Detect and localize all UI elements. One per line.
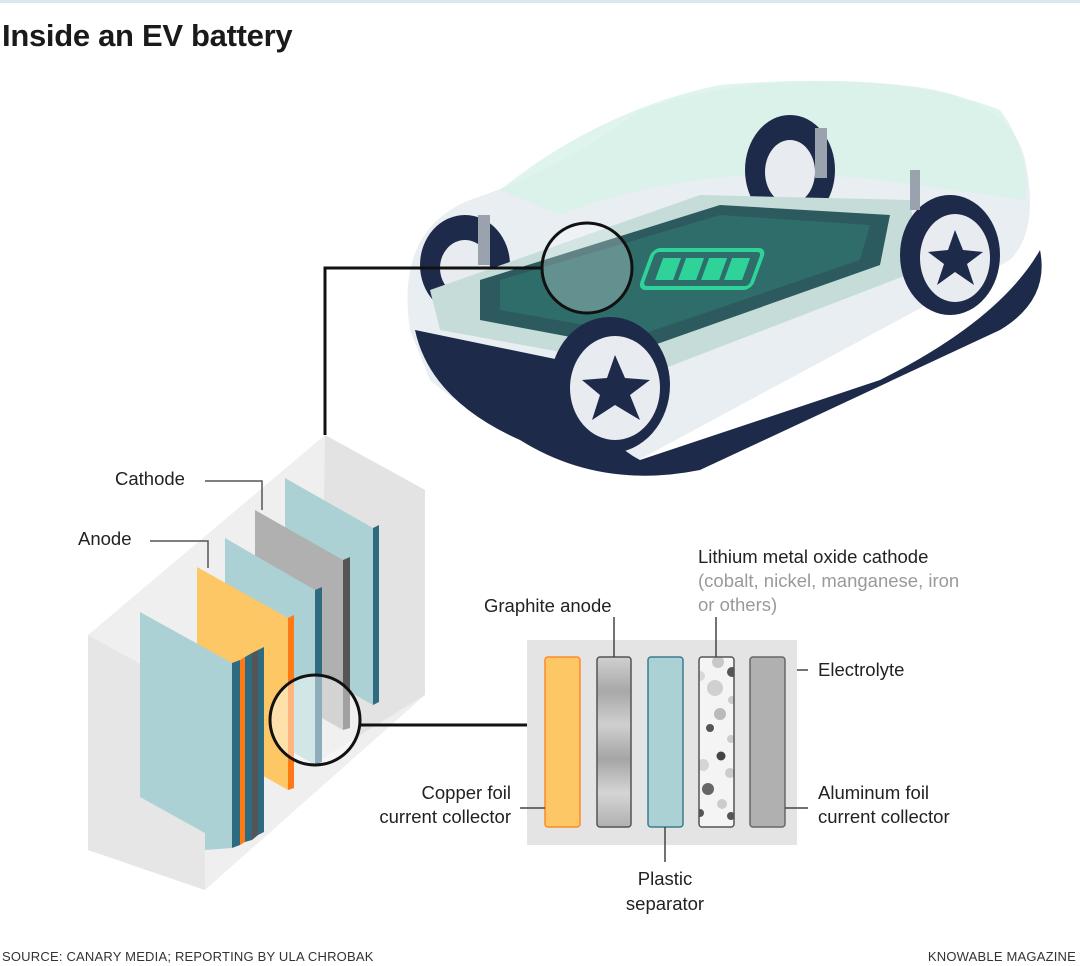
car-illustration (407, 80, 1042, 476)
separator-label-2: separator (626, 893, 704, 914)
graphite-anode-layer (596, 656, 632, 828)
electrolyte-label: Electrolyte (818, 659, 904, 680)
copper-foil-label-2: current collector (379, 806, 511, 827)
cell-cross-section (527, 640, 797, 845)
lithium-cathode-note-1: (cobalt, nickel, manganese, iron (698, 570, 959, 591)
page-title: Inside an EV battery (2, 18, 293, 53)
car-zoom-circle (540, 221, 634, 315)
anode-label: Anode (78, 528, 132, 549)
lithium-cathode-label: Lithium metal oxide cathode (698, 546, 928, 567)
aluminum-foil-label-1: Aluminum foil (818, 782, 929, 803)
battery-cell-stack (88, 435, 425, 890)
aluminum-foil-label-2: current collector (818, 806, 950, 827)
copper-foil-layer (544, 656, 581, 828)
separator-label-1: Plastic (638, 868, 693, 889)
separator-layer (647, 656, 684, 828)
car-connector-line (323, 266, 542, 435)
lithium-cathode-note-2: or others) (698, 594, 777, 615)
cell-zoom-circle (268, 673, 362, 767)
cathode-label: Cathode (115, 468, 185, 489)
source-credit: SOURCE: CANARY MEDIA; REPORTING BY ULA C… (2, 949, 374, 964)
copper-foil-label-1: Copper foil (422, 782, 511, 803)
aluminum-foil-layer (749, 656, 786, 828)
graphite-anode-label: Graphite anode (484, 595, 612, 616)
top-rule (0, 0, 1080, 3)
publisher-credit: KNOWABLE MAGAZINE (927, 949, 1076, 964)
